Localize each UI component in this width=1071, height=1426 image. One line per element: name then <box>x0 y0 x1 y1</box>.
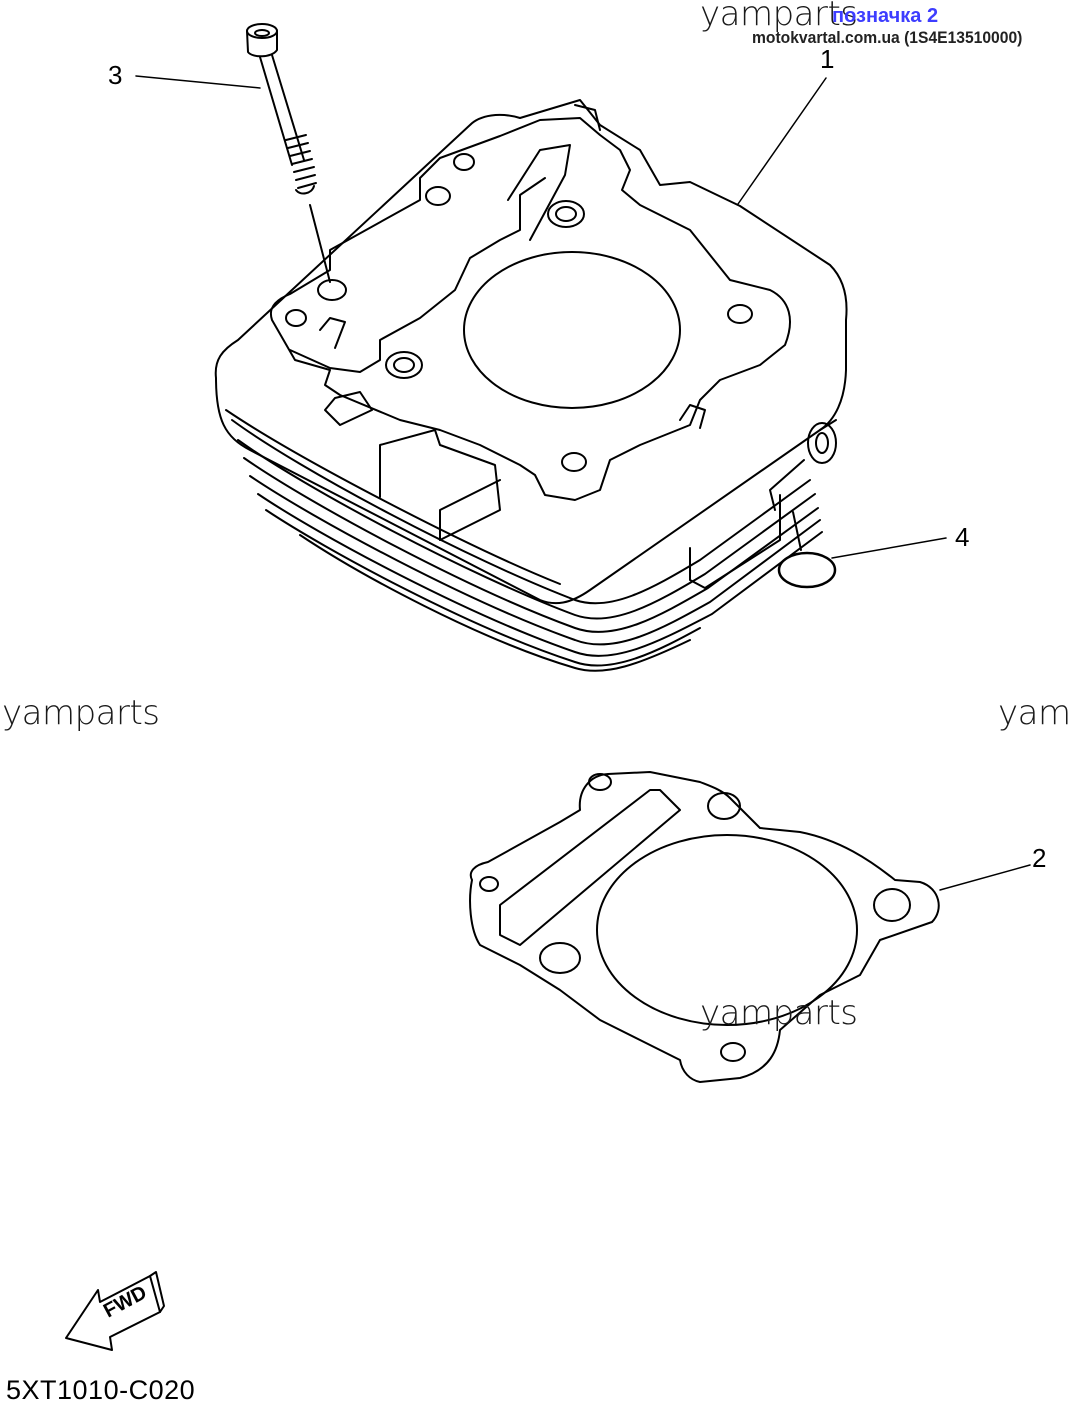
watermark-right: yam <box>998 693 1071 733</box>
cylinder-bolt <box>246 23 331 283</box>
forward-arrow-icon <box>65 1271 165 1351</box>
watermark-center: yamparts <box>700 993 858 1033</box>
cylinder-block <box>214 99 848 672</box>
cylinder-gasket <box>469 771 940 1083</box>
callout-4: 4 <box>955 522 970 552</box>
part-badge: позначка 2 <box>832 5 939 27</box>
site-reference: motokvartal.com.ua (1S4E13510000) <box>752 28 1023 47</box>
o-ring <box>777 511 837 589</box>
callout-2: 2 <box>1032 843 1047 873</box>
leader-lines <box>135 75 1031 891</box>
watermark-left: yamparts <box>2 693 160 733</box>
watermark-top: yamparts <box>700 0 858 34</box>
diagram-code: 5XT1010-C020 <box>6 1375 196 1405</box>
callout-3: 3 <box>108 60 123 90</box>
callout-1: 1 <box>820 44 835 74</box>
